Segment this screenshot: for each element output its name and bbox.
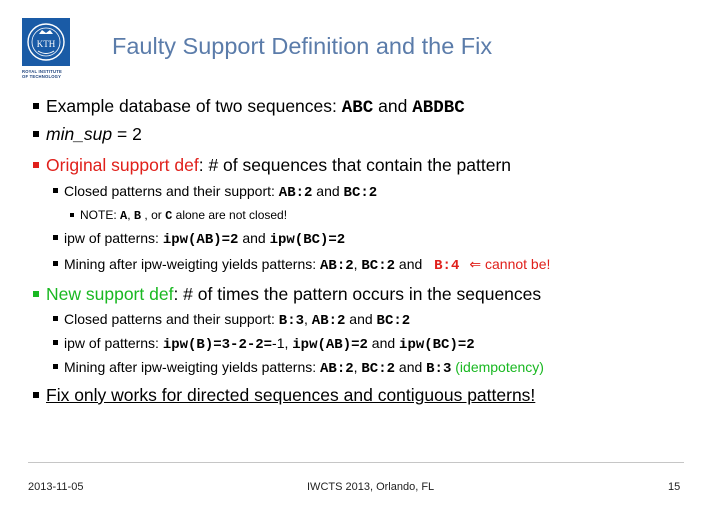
sub-bullet-ipw-new: ipw of patterns: ipw(B)=3-2-2=-1, ipw(AB…: [53, 335, 475, 353]
left-arrow-icon: ⇐: [469, 256, 482, 272]
sub-bullet-closed-patterns-new: Closed patterns and their support: B:3, …: [53, 311, 410, 329]
square-bullet-icon: [53, 261, 58, 266]
square-bullet-icon: [53, 340, 58, 345]
bullet-min-sup: min_sup = 2: [33, 124, 142, 145]
kth-logo: KTH ROYAL INSTITUTE OF TECHNOLOGY: [22, 18, 76, 80]
footer-page-number: 15: [668, 481, 681, 493]
square-bullet-icon: [33, 131, 39, 137]
bullet-fix-limitation: Fix only works for directed sequences an…: [33, 385, 535, 406]
square-bullet-icon: [53, 188, 58, 193]
bullet-new-support: New support def: # of times the pattern …: [33, 284, 541, 305]
square-bullet-icon: [33, 162, 39, 168]
logo-wordmark: ROYAL INSTITUTE OF TECHNOLOGY: [22, 69, 62, 79]
footer-date: 2013-11-05: [28, 481, 84, 493]
footer-conference: IWCTS 2013, Orlando, FL: [307, 481, 435, 493]
sub-bullet-mining-new: Mining after ipw-weigting yields pattern…: [53, 359, 544, 377]
square-bullet-icon: [33, 392, 39, 398]
square-bullet-icon: [33, 103, 39, 109]
square-bullet-icon: [53, 364, 58, 369]
logo-monogram: KTH: [37, 39, 56, 49]
footer-divider: [28, 462, 684, 463]
sub-sub-bullet-note: NOTE: A, B , or C alone are not closed!: [70, 208, 287, 223]
square-bullet-icon: [53, 235, 58, 240]
square-bullet-icon: [33, 291, 39, 297]
kth-crest-icon: KTH: [22, 18, 70, 66]
sub-bullet-ipw-original: ipw of patterns: ipw(AB)=2 and ipw(BC)=2: [53, 230, 345, 248]
slide-title: Faulty Support Definition and the Fix: [112, 33, 493, 59]
sub-bullet-mining-original: Mining after ipw-weigting yields pattern…: [53, 256, 550, 274]
square-bullet-icon: [53, 316, 58, 321]
bullet-original-support: Original support def: # of sequences tha…: [33, 155, 511, 176]
square-bullet-icon: [70, 213, 74, 217]
bullet-example-database: Example database of two sequences: ABC a…: [33, 96, 465, 118]
sub-bullet-closed-patterns-original: Closed patterns and their support: AB:2 …: [53, 183, 377, 201]
